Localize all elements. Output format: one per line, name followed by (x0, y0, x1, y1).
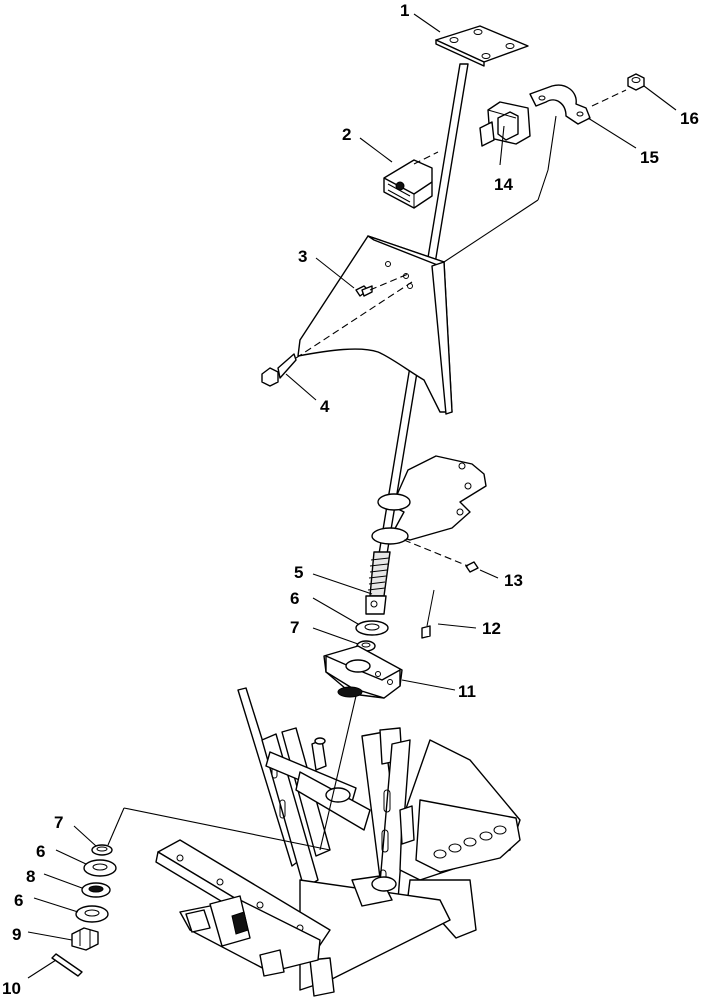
leader-lines (27, 13, 677, 979)
lower-hardware-stack (51, 844, 117, 977)
lock-nut (627, 73, 645, 91)
callout-6-lower-b: 6 (14, 891, 23, 910)
callout-4: 4 (320, 397, 330, 416)
callout-11: 11 (458, 682, 476, 701)
small-bolt (355, 285, 373, 297)
callout-6-lower-a: 6 (36, 842, 45, 861)
steering-mount-block (323, 645, 403, 699)
callout-9: 9 (12, 925, 21, 944)
callout-8: 8 (26, 867, 35, 886)
column-support-plate (371, 455, 487, 545)
callout-13: 13 (504, 571, 523, 590)
callout-16: 16 (680, 109, 699, 128)
u-clamp (529, 84, 591, 125)
callout-14: 14 (494, 175, 513, 194)
rubber-bushing (383, 159, 433, 209)
callout-1: 1 (400, 1, 409, 20)
callout-7-lower: 7 (54, 813, 63, 832)
callout-5: 5 (294, 563, 303, 582)
callout-7-upper: 7 (290, 618, 299, 637)
screw (465, 561, 479, 573)
callout-6-upper: 6 (290, 589, 299, 608)
hex-bolt (261, 353, 297, 387)
dash-panel (297, 235, 453, 415)
callout-3: 3 (298, 247, 307, 266)
callout-12: 12 (482, 619, 501, 638)
cotter-pin (421, 589, 435, 639)
mounting-bracket (479, 101, 531, 147)
vehicle-frame (155, 687, 521, 997)
callout-2: 2 (342, 125, 351, 144)
callout-15: 15 (640, 148, 659, 167)
callout-10: 10 (2, 979, 21, 998)
top-plate (435, 25, 529, 67)
upper-washers (355, 620, 389, 652)
